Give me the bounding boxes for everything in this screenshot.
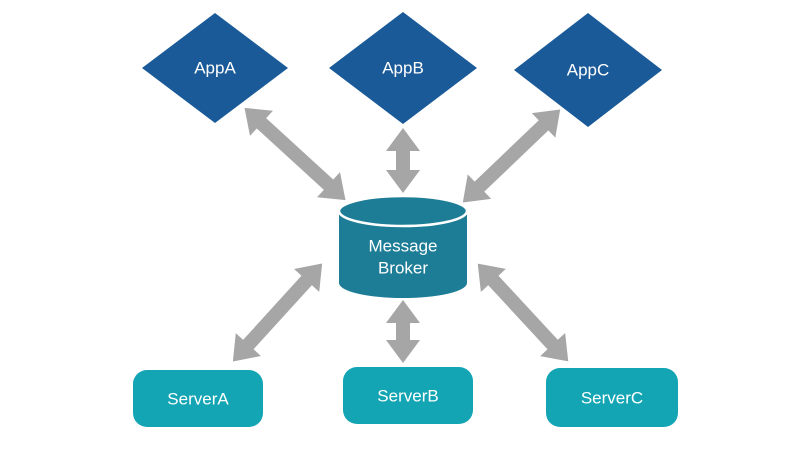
appa-label: AppA bbox=[194, 59, 236, 78]
node-appb: AppB bbox=[329, 12, 477, 124]
broker-label-line1: Message bbox=[369, 237, 438, 256]
node-message-broker: Message Broker bbox=[337, 194, 469, 298]
servera-box bbox=[133, 370, 263, 427]
serverb-box bbox=[343, 367, 473, 424]
appc-label: AppC bbox=[567, 61, 610, 80]
connector-broker-serverc bbox=[477, 263, 569, 362]
serverb-label: ServerB bbox=[377, 387, 438, 406]
node-appc: AppC bbox=[514, 13, 662, 127]
appb-diamond bbox=[329, 12, 477, 124]
connector-broker-servera bbox=[232, 263, 323, 362]
node-appa: AppA bbox=[142, 13, 288, 123]
connector-appa-broker bbox=[244, 107, 346, 201]
broker-cylinder-top bbox=[337, 194, 469, 228]
node-servera: ServerA bbox=[133, 370, 263, 427]
broker-cylinder-body bbox=[339, 211, 467, 298]
servera-label: ServerA bbox=[167, 390, 229, 409]
serverc-box bbox=[546, 368, 678, 427]
connector-appc-broker bbox=[462, 109, 561, 203]
node-serverb: ServerB bbox=[343, 367, 473, 424]
appb-label: AppB bbox=[382, 59, 424, 78]
connectors bbox=[232, 107, 569, 363]
broker-label-line2: Broker bbox=[378, 259, 428, 278]
serverc-label: ServerC bbox=[581, 389, 643, 408]
appc-diamond bbox=[514, 13, 662, 127]
appa-diamond bbox=[142, 13, 288, 123]
node-serverc: ServerC bbox=[546, 368, 678, 427]
